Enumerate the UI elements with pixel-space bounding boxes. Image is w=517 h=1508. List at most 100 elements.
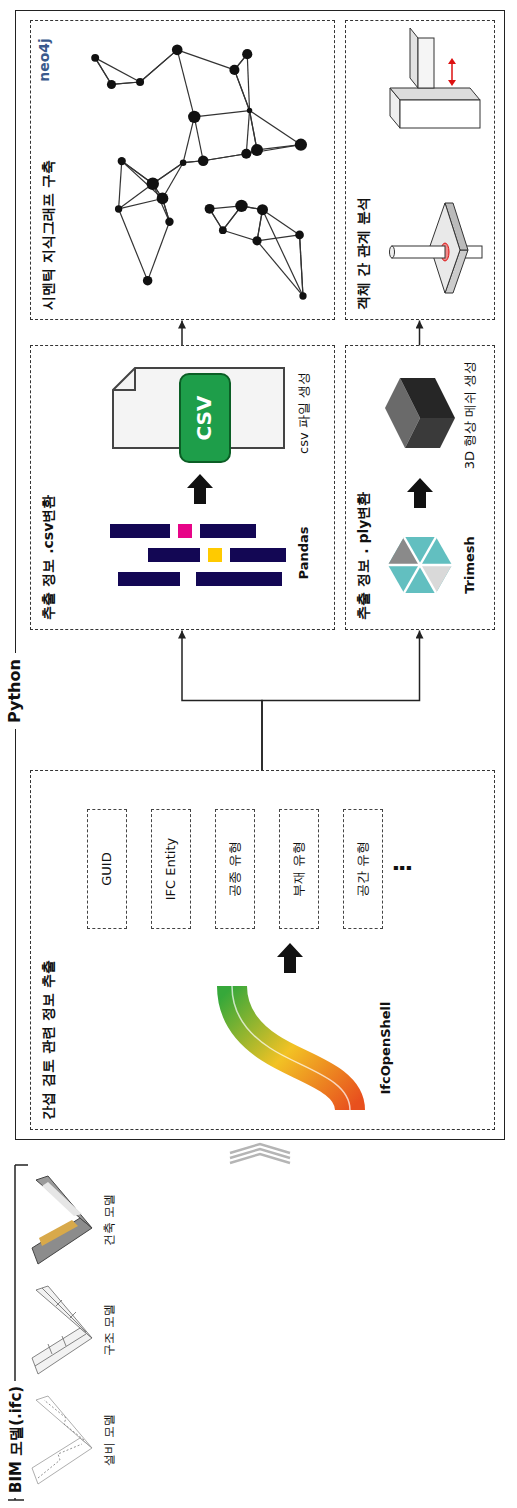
pandas-logo (110, 524, 286, 586)
box-title: 객체 간 관계 분석 (354, 197, 372, 310)
graph-link (194, 117, 203, 161)
bim-bracket (15, 1164, 28, 1166)
graph-node (251, 144, 263, 156)
item-label: IFC Entity (163, 838, 179, 900)
item-label: GUID (99, 852, 115, 885)
pandas-logo (230, 548, 286, 562)
ifcopenshell-logo (232, 986, 350, 1110)
structure-model (36, 1286, 92, 1338)
graph-node (252, 236, 261, 245)
3d-mesh (385, 378, 455, 448)
trimesh-logo (388, 537, 420, 565)
box-title: 간섭 검토 관련 정보 추출 (39, 960, 57, 1120)
box-title: 추출 정보 . ply변환 (354, 492, 372, 620)
bim-bracket (8, 1499, 24, 1501)
trimesh-logo (388, 564, 420, 567)
trimesh-logo (388, 537, 452, 593)
graph-link (234, 70, 249, 111)
bim-model-frame: BIM 모델(.ifc) (8, 1165, 505, 1500)
trimesh-logo (420, 564, 452, 567)
pandas-logo (208, 548, 222, 562)
pipe-slab-illustration (392, 246, 445, 258)
graph-link (177, 50, 194, 117)
library-name: IfcOpenShell (378, 1002, 394, 1095)
trimesh-logo (420, 537, 436, 565)
structure-model (42, 1288, 86, 1332)
graph-link (162, 163, 183, 199)
graph-link (148, 222, 170, 281)
chevron-arrow (230, 1144, 290, 1163)
flow-arrow (262, 631, 420, 771)
graph-link (300, 235, 303, 296)
mep-model (32, 1396, 92, 1484)
ifcopenshell-logo (232, 986, 350, 1110)
info-item-box: IFC Entity (151, 809, 191, 929)
graph-node (241, 149, 251, 159)
graph-link (257, 235, 300, 241)
graph-node (118, 157, 126, 165)
pandas-logo (196, 572, 282, 586)
architecture-model (39, 1220, 78, 1246)
step-caption: csv 파일 생성 (296, 372, 312, 454)
graph-node (257, 204, 268, 215)
graph-node (295, 231, 304, 240)
item-label: 부재 유형 (291, 841, 307, 897)
graph-link (300, 235, 303, 296)
architecture-model (32, 1176, 92, 1264)
mep-model (44, 1400, 84, 1440)
graph-link (177, 50, 234, 70)
box-title: 시멘틱 지식그래프 구축 (39, 160, 57, 310)
process-box: 추출 정보 .csv변환 (30, 346, 335, 631)
flow-arrow (181, 321, 183, 346)
block-arrow (407, 478, 433, 508)
mep-model (32, 1438, 92, 1484)
graph-link (262, 210, 299, 235)
structure-model (32, 1286, 92, 1374)
graph-link (183, 117, 194, 163)
graph-node (205, 204, 215, 214)
graph-link (250, 111, 257, 150)
graph-node (235, 200, 247, 212)
info-item-box: 공간 유형 (343, 809, 383, 929)
structure-model (48, 1344, 52, 1354)
graph-node (242, 49, 252, 59)
beam-wall-illustration (400, 100, 480, 128)
architecture-model (42, 1182, 82, 1216)
trimesh-logo (404, 537, 420, 565)
flow-arrow (419, 321, 421, 346)
3d-mesh (400, 378, 455, 418)
pandas-logo (200, 524, 256, 538)
model-label: 구조 모델 (102, 1304, 116, 1356)
graph-node (299, 292, 306, 299)
structure-model (62, 1336, 66, 1346)
pipe-slab-illustration (390, 203, 483, 293)
graph-node (136, 78, 144, 86)
beam-wall-illustration (410, 28, 418, 88)
block-arrow (277, 943, 303, 973)
pandas-logo (178, 524, 192, 538)
graph-node (91, 54, 99, 62)
graph-link (262, 210, 302, 296)
graph-node (172, 44, 183, 55)
item-label: 공종 유형 (227, 841, 243, 897)
graph-link (140, 50, 177, 82)
bim-bracket (8, 1165, 28, 1500)
graph-link (119, 209, 148, 281)
block-arrow (187, 474, 433, 973)
trimesh-logo (420, 565, 436, 593)
csv-file-icon (113, 368, 284, 462)
file-type-badge: CSV (192, 396, 216, 441)
graph-link (247, 54, 249, 110)
architecture-model (32, 1218, 92, 1264)
beam-wall-illustration (448, 80, 456, 86)
beam-wall-illustration (390, 28, 480, 128)
graph-link (246, 111, 249, 154)
structure-model (70, 1312, 76, 1318)
trimesh-logo (388, 537, 452, 593)
graph-link (250, 111, 257, 150)
ifcopenshell-logo (232, 986, 350, 1110)
